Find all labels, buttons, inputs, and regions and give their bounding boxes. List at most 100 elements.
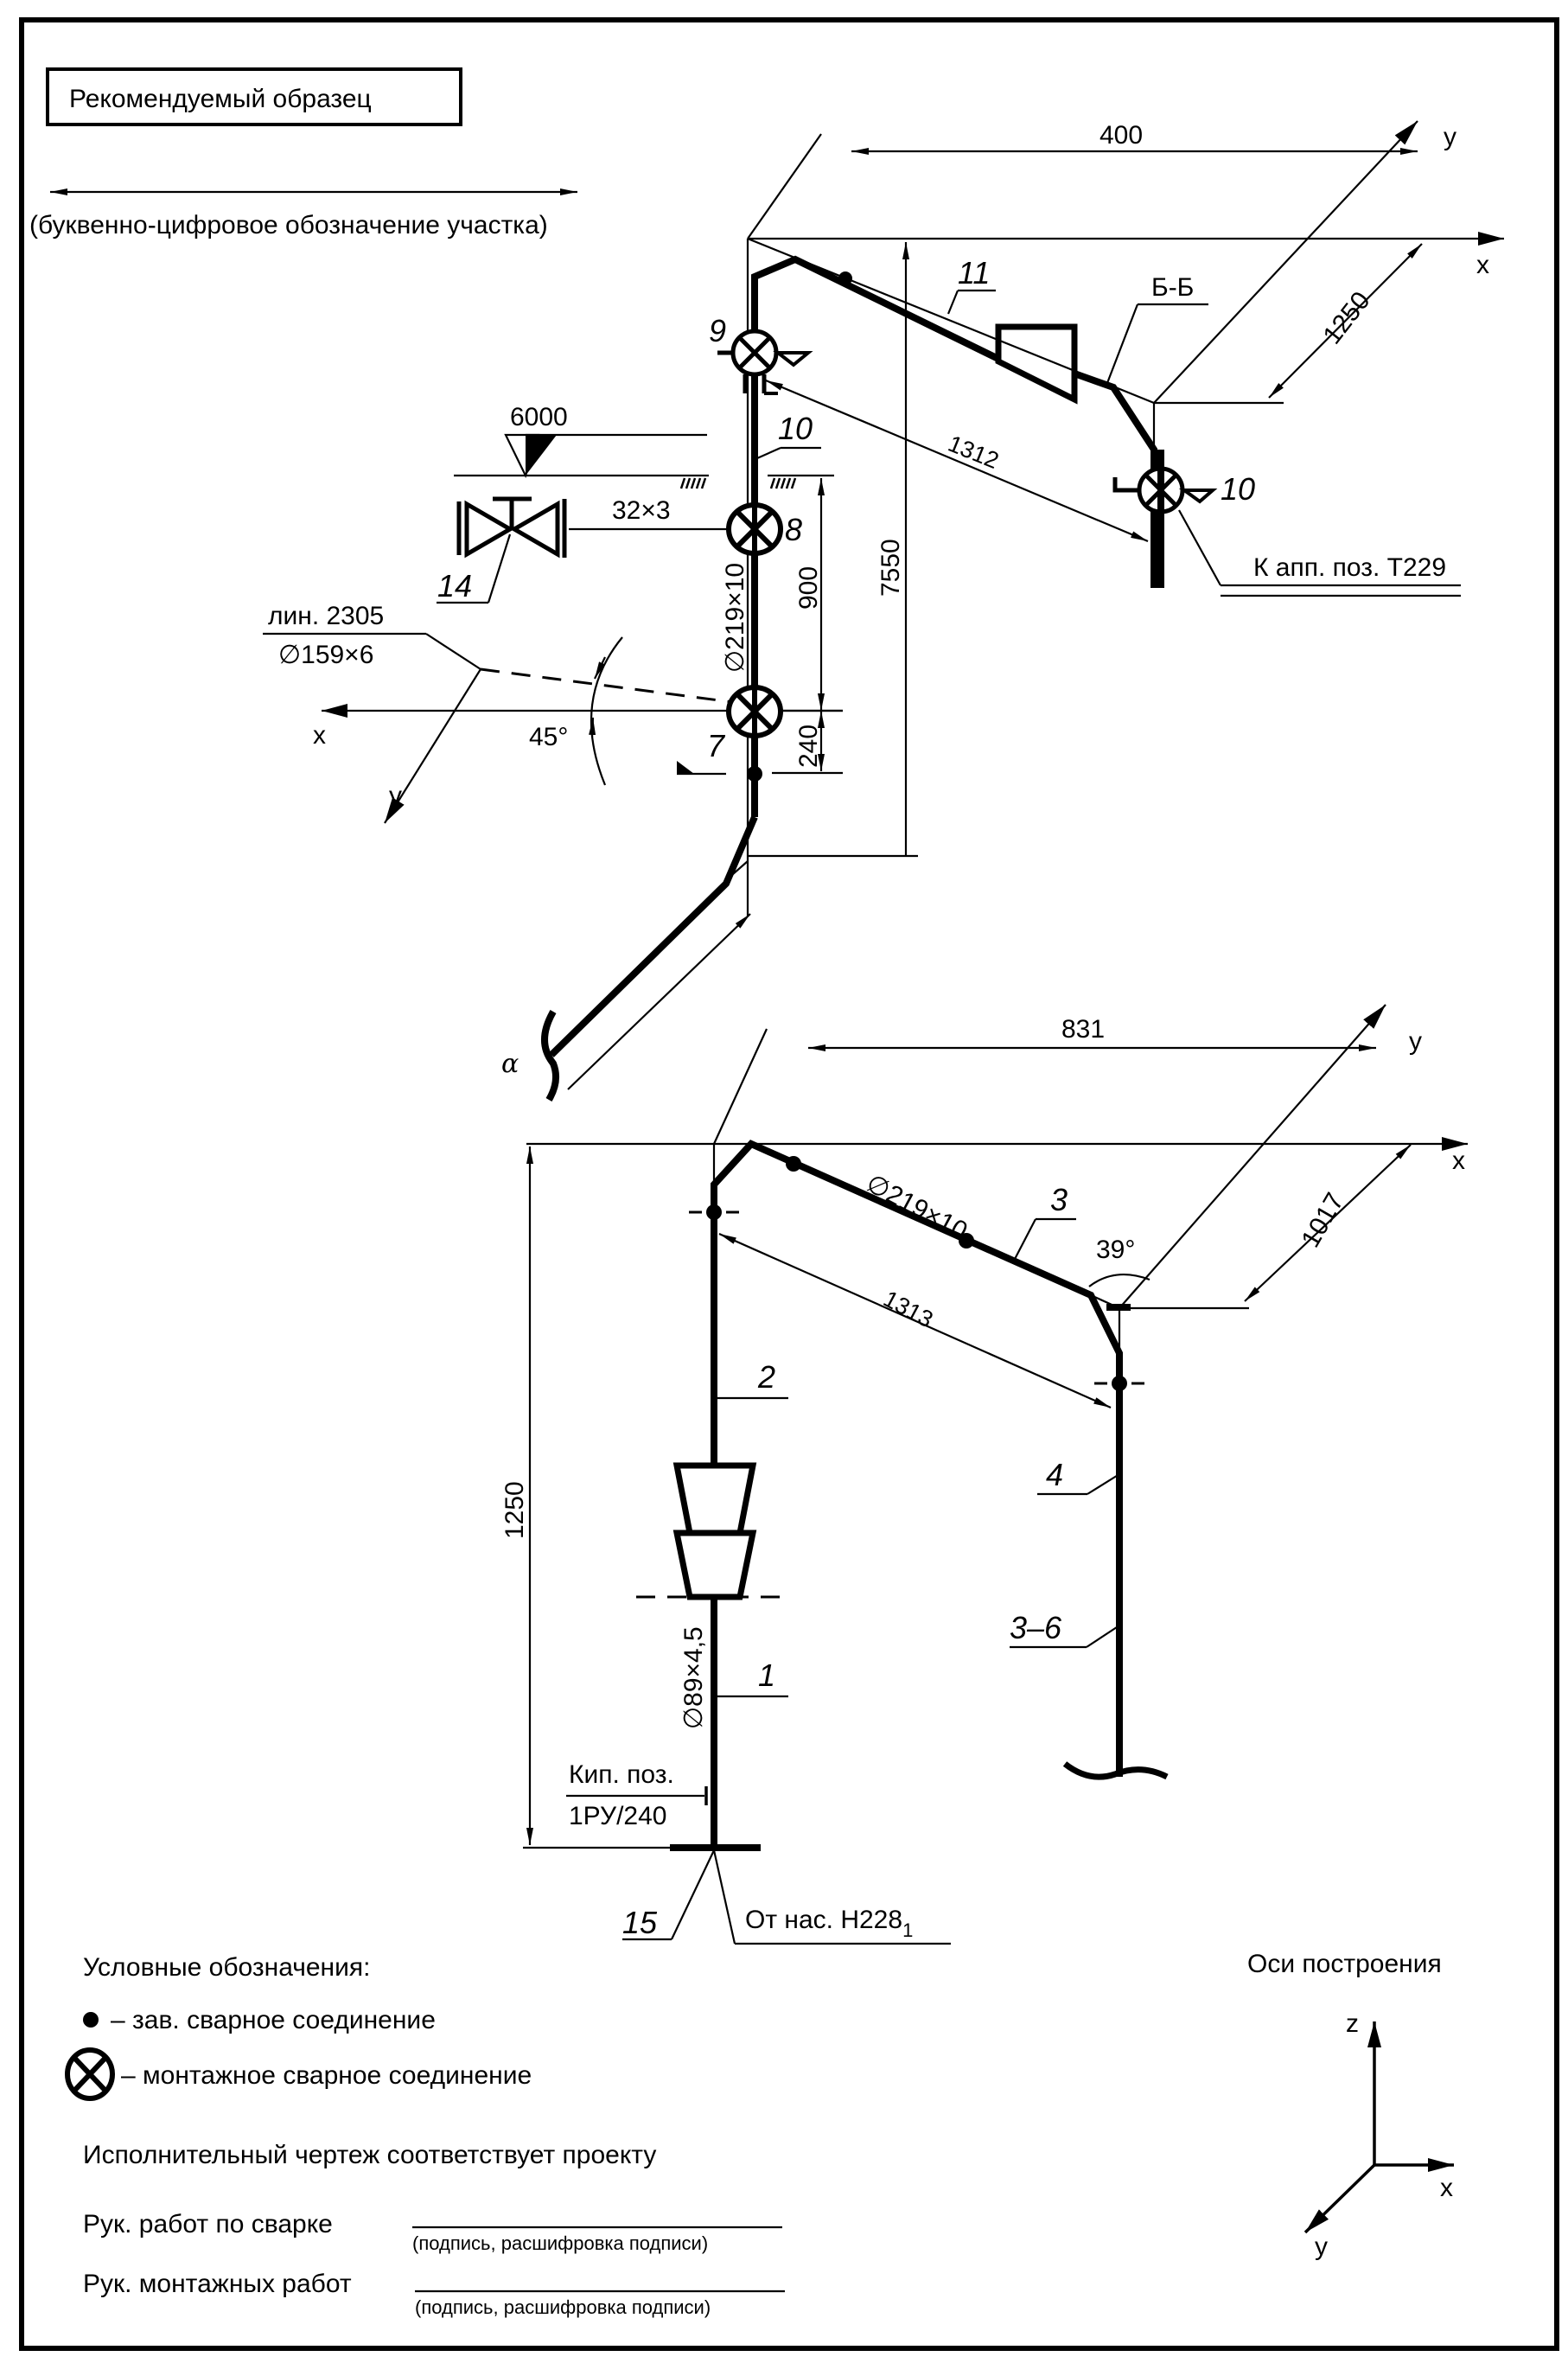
dim-1312-line	[765, 379, 1149, 543]
lower-axis-y-label: y	[1409, 1027, 1422, 1056]
ground-hatch-right	[769, 477, 797, 489]
legend: Условные обозначения: – зав. сварное сое…	[65, 1953, 785, 2318]
axis-y-label: y	[1315, 2232, 1328, 2261]
dim-1017-line	[1244, 1144, 1412, 1302]
section-bb: Б-Б	[1151, 273, 1194, 302]
signature-hint-mounting: (подпись, расшифровка подписи)	[415, 2296, 711, 2318]
lower-y-axis	[1119, 1004, 1386, 1309]
angle-45: 45°	[529, 723, 568, 751]
dim-831: 831	[1061, 1015, 1105, 1044]
pos-4: 4	[1046, 1457, 1063, 1492]
lower-origin-oblique	[713, 1028, 768, 1145]
axes-title: Оси построения	[1247, 1950, 1442, 1978]
shop-weld-left	[689, 1204, 739, 1220]
reducer-lower-2	[672, 1530, 757, 1600]
leader-pump	[712, 1849, 736, 1945]
lower-view: x y 831 1017 1313 1250 39°	[500, 1004, 1468, 1945]
elevation-6000: 6000	[510, 403, 568, 431]
leader-t229	[1178, 509, 1221, 586]
break-wave-upper	[541, 1010, 560, 1102]
upper-y-axis-left	[384, 668, 481, 824]
dim-7550: 7550	[876, 539, 905, 597]
pos-15: 15	[622, 1905, 658, 1940]
upper-left-axis-x: x	[313, 721, 326, 750]
dim-400: 400	[1100, 121, 1143, 150]
leader-11	[947, 290, 959, 315]
line-2305-label: лин. 2305	[268, 602, 384, 630]
descent-construction	[725, 860, 749, 881]
pos-2: 2	[757, 1359, 775, 1395]
pipe-upper-right	[1073, 370, 1157, 588]
leader-3	[1012, 1218, 1036, 1263]
pos-3: 3	[1050, 1182, 1068, 1217]
weld-dot-lower	[747, 766, 762, 782]
elevation-marker-fill	[526, 435, 557, 476]
leader-3-6	[1086, 1625, 1120, 1648]
pos-10b: 10	[1221, 471, 1255, 507]
legend-item-shop-weld: – зав. сварное соединение	[111, 2006, 436, 2034]
mount-weld-7	[726, 685, 783, 738]
leader-4	[1087, 1473, 1120, 1495]
weld-dot-1	[786, 1156, 801, 1172]
line-2305-size: ∅159×6	[278, 641, 373, 669]
legend-item-mount-weld: – монтажное сварное соединение	[121, 2061, 532, 2090]
upper-pipe-size: ∅219×10	[721, 563, 749, 673]
to-apparatus: К апп. поз. Т229	[1253, 553, 1446, 582]
pipe-upper-descent	[549, 815, 758, 1057]
break-wave-lower	[1062, 1761, 1169, 1780]
gate-valve-14	[456, 496, 567, 559]
leader-bb	[1106, 303, 1139, 384]
weld-dot-2	[959, 1233, 974, 1249]
signature-role-mounting: Рук. монтажных работ	[83, 2270, 352, 2298]
branch-size: 32×3	[612, 496, 671, 525]
pos-14: 14	[437, 568, 472, 604]
angle-45-arrow-bottom	[589, 717, 596, 738]
leader-15	[671, 1849, 715, 1940]
signature-role-welding: Рук. работ по сварке	[83, 2210, 333, 2238]
leader-14	[487, 533, 512, 604]
page-frame	[19, 17, 1559, 2351]
ground-hatch-left	[679, 477, 707, 489]
pos-3-6: 3–6	[1010, 1610, 1062, 1645]
lower-axis-x-label: x	[1452, 1146, 1465, 1175]
stamp-text: Рекомендуемый образец	[69, 85, 372, 113]
axis-x-label: x	[1440, 2174, 1453, 2202]
crossed-circle-icon	[65, 2047, 115, 2101]
from-pump-main: От нас. Н228	[745, 1906, 902, 1934]
dim-1017: 1017	[1296, 1188, 1349, 1252]
pos-11: 11	[958, 255, 990, 291]
pos-1: 1	[758, 1657, 775, 1693]
leader-2305	[425, 633, 481, 670]
signature-hint-welding: (подпись, расшифровка подписи)	[412, 2232, 708, 2254]
lower-pipe-size-bottom: ∅89×4,5	[679, 1626, 708, 1729]
upper-axis-y-label: y	[1444, 123, 1456, 151]
weld-dot	[838, 271, 852, 285]
stamp-box	[46, 67, 462, 126]
upper-axis-x-label: x	[1476, 251, 1489, 279]
angle-45-arrow-top	[594, 656, 606, 680]
lower-corner-mark	[1106, 1304, 1131, 1311]
axis-y-line	[1303, 2163, 1376, 2234]
angle-39: 39°	[1096, 1236, 1135, 1264]
kip-top: Кип. поз.	[569, 1760, 674, 1789]
mount-weld-8	[726, 502, 783, 556]
from-pump-sub: 1	[902, 1919, 913, 1941]
break-alpha: α	[501, 1049, 519, 1079]
pos-9: 9	[709, 313, 726, 348]
conformity-text: Исполнительный чертеж соответствует прое…	[83, 2141, 656, 2169]
pipe-lower-main	[711, 1140, 1123, 1777]
lower-pipe-size-top: ∅219×10	[862, 1169, 972, 1246]
pos-7: 7	[707, 728, 726, 763]
leader-10a	[756, 446, 781, 460]
filled-dot-icon	[83, 2012, 99, 2028]
upper-left-axis-y: y	[389, 782, 402, 810]
upper-origin-oblique	[747, 133, 822, 239]
branch-2305-dashed	[480, 667, 740, 705]
section-mark	[677, 761, 694, 774]
reducer-upper	[995, 323, 1078, 405]
axes-legend: Оси построения z x y	[1247, 1950, 1454, 2261]
angle-39-arc	[1088, 1274, 1151, 1287]
from-pump: От нас. Н2281	[745, 1906, 913, 1941]
reducer-lower-1	[672, 1462, 757, 1536]
